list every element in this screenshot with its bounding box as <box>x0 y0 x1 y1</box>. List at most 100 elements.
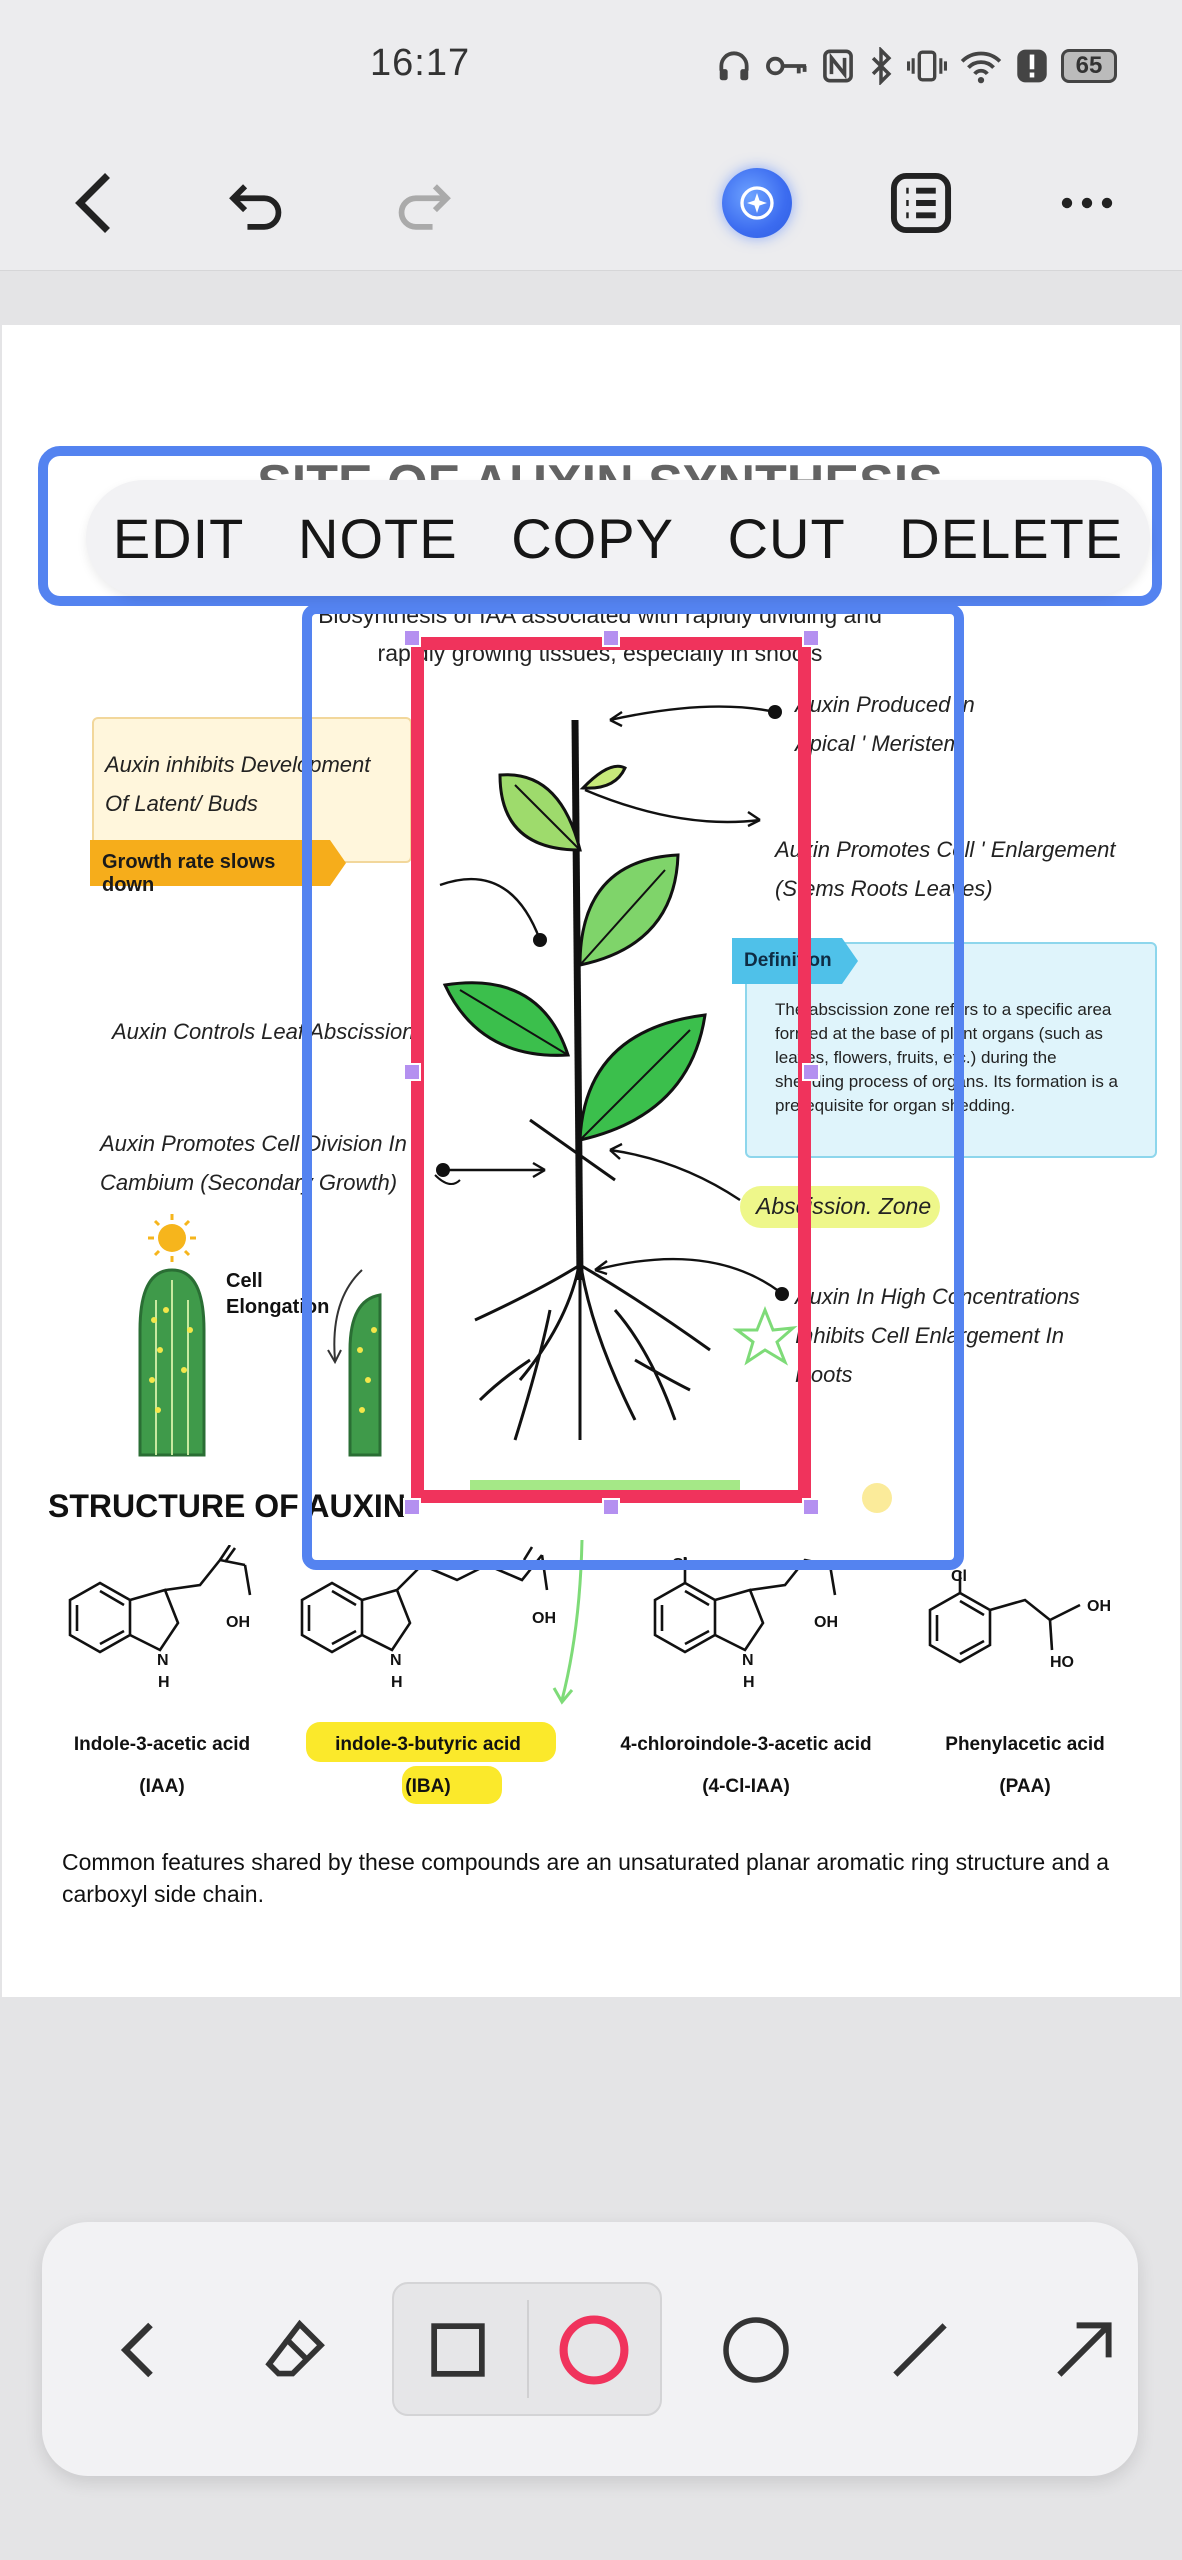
abscission-zone-highlight <box>740 1186 940 1228</box>
eraser-tool-button[interactable] <box>245 2300 345 2400</box>
paa-cl: Cl <box>951 1568 967 1585</box>
iba-abbr-highlight <box>402 1766 502 1804</box>
key-icon <box>766 56 807 76</box>
cl-iaa-oh: OH <box>814 1614 838 1631</box>
menu-note-button[interactable]: NOTE <box>298 506 458 570</box>
more-button[interactable] <box>1052 168 1122 238</box>
sun-icon <box>148 1214 196 1262</box>
selected-rectangle-shape[interactable] <box>411 637 811 1503</box>
leaf-mid-left <box>442 981 571 1057</box>
status-time: 16:17 <box>370 42 471 84</box>
chevron-left-icon <box>120 2322 153 2378</box>
compound-name-4cl-iaa: 4-chloroindole-3-acetic acid <box>620 1734 872 1755</box>
iba-oh: OH <box>532 1610 556 1627</box>
paa-ho: HO <box>1050 1654 1074 1671</box>
resize-handle-bottom-left[interactable] <box>403 1498 421 1516</box>
nfc-icon <box>823 49 853 83</box>
iaa-n: N <box>157 1652 169 1669</box>
redo-button[interactable] <box>388 168 458 238</box>
green-highlight-strip <box>470 1480 740 1492</box>
line-icon <box>893 2323 947 2377</box>
status-icons: 65 <box>715 44 1117 88</box>
menu-copy-button[interactable]: COPY <box>511 506 674 570</box>
context-menu: EDIT NOTE COPY CUT DELETE <box>86 480 1150 596</box>
undo-button[interactable] <box>222 168 292 238</box>
roots <box>474 1259 711 1441</box>
leaf-top-left <box>498 773 582 852</box>
outline-button[interactable] <box>886 168 956 238</box>
iba-n: N <box>390 1652 402 1669</box>
abscission-zone-label: Abscission. Zone <box>756 1193 932 1219</box>
resize-handle-left[interactable] <box>403 1063 421 1081</box>
compound-name-iaa: Indole-3-acetic acid <box>73 1734 251 1755</box>
palette-divider <box>527 2300 529 2398</box>
molecule-4cl-iaa <box>653 1557 837 1654</box>
iaa-h: H <box>158 1674 170 1691</box>
paa-oh: OH <box>1087 1598 1111 1615</box>
arrow-icon <box>1057 2322 1112 2377</box>
menu-edit-button[interactable]: EDIT <box>112 506 245 570</box>
color-ring-icon <box>559 2315 629 2385</box>
rectangle-icon <box>431 2323 485 2377</box>
iba-name-highlight <box>306 1722 556 1762</box>
definition-text: The abscission zone refers to a specific… <box>775 1000 1119 1115</box>
resize-handle-bottom-right[interactable] <box>802 1498 820 1516</box>
structure-title: STRUCTURE OF AUXIN <box>48 1488 406 1524</box>
status-bar <box>0 0 1182 130</box>
growth-rate-tag-arrow <box>330 840 346 886</box>
compound-abbr-paa: (PAA) <box>999 1776 1051 1797</box>
vibrate-icon <box>907 50 947 82</box>
cl-iaa-n: N <box>742 1652 754 1669</box>
sparkle-icon <box>740 186 774 220</box>
cell-division-text: Auxin Promotes Cell Division In Cambium … <box>100 1131 407 1195</box>
back-button[interactable] <box>60 168 130 238</box>
compound-abbr-iba: (IBA) <box>405 1776 451 1797</box>
ellipse-tool-button[interactable] <box>706 2300 806 2400</box>
yellow-dot <box>862 1483 892 1513</box>
battery-indicator: 65 <box>1061 49 1117 83</box>
circle-icon <box>723 2317 789 2383</box>
cl-iaa-h: H <box>743 1674 755 1691</box>
rectangle-tool-button[interactable] <box>408 2300 508 2400</box>
selection-bounding-box[interactable] <box>302 604 964 1570</box>
color-picker-button[interactable] <box>544 2300 644 2400</box>
resize-handle-top-right[interactable] <box>802 629 820 647</box>
palette-back-button[interactable] <box>88 2300 188 2400</box>
footer-text: Common features shared by these compound… <box>62 1849 1110 1907</box>
alert-icon <box>1017 49 1047 83</box>
annotation-arrows <box>434 705 789 1301</box>
compound-name-iba: indole-3-butyric acid <box>335 1734 521 1755</box>
definition-tag-arrow <box>842 938 858 984</box>
compound-abbr-iaa: (IAA) <box>139 1776 185 1797</box>
line-tool-button[interactable] <box>870 2300 970 2400</box>
growth-rate-tag: Growth rate slows down <box>90 840 330 896</box>
menu-delete-button[interactable]: DELETE <box>899 506 1124 570</box>
undo-icon <box>229 184 282 230</box>
iba-h: H <box>391 1674 403 1691</box>
note-text: Auxin inhibits Development Of Latent/ Bu… <box>105 752 371 816</box>
bluetooth-icon <box>871 47 892 85</box>
resize-handle-bottom[interactable] <box>602 1498 620 1516</box>
compound-name-paa: Phenylacetic acid <box>945 1734 1105 1755</box>
compound-abbr-4cl-iaa: (4-Cl-IAA) <box>702 1776 790 1797</box>
resize-handle-top-left[interactable] <box>403 629 421 647</box>
resize-handle-right[interactable] <box>802 1063 820 1081</box>
wifi-icon <box>960 51 1002 84</box>
leaf-mid-right <box>578 853 680 967</box>
arrow-tool-button[interactable] <box>1034 2300 1134 2400</box>
leaf-low-right <box>578 1013 707 1142</box>
high-concentration-text: Auxin In High Concentrations Inhibits Ce… <box>795 1284 1080 1387</box>
menu-cut-button[interactable]: CUT <box>727 506 846 570</box>
resize-handle-top[interactable] <box>602 629 620 647</box>
list-icon <box>890 172 952 234</box>
headphones-icon <box>719 51 749 81</box>
iaa-oh: OH <box>226 1614 250 1631</box>
shoot-tip-illustration <box>138 1214 382 1457</box>
eraser-icon <box>265 2319 325 2377</box>
plant-illustration[interactable] <box>420 660 800 1460</box>
redo-icon <box>398 184 451 230</box>
molecule-iba <box>300 1546 549 1654</box>
ai-assistant-button[interactable] <box>722 168 792 238</box>
leaf-abscission-text: Auxin Controls Leaf Abscission <box>112 1019 415 1044</box>
more-icon <box>1061 197 1113 209</box>
